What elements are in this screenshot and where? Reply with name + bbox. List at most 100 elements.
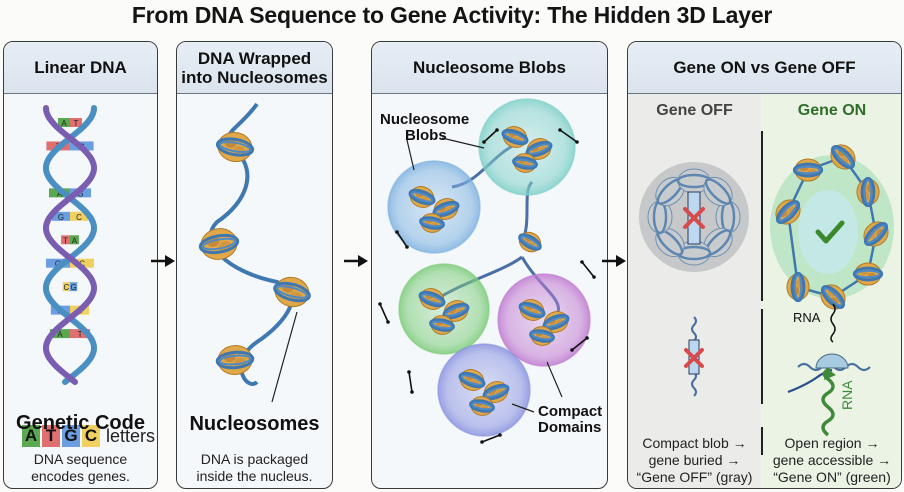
label-line-1: Nucleosome [380,111,470,128]
arrow-right-icon [151,255,175,267]
dna-wrap [202,237,236,251]
arrow-head [558,128,562,132]
dna-wrap [431,320,453,330]
caption-line-2: inside the nucleus. [196,468,313,484]
arrow-head [407,370,411,374]
dna-wrap [484,386,508,398]
nucleosome [529,326,555,346]
nucleosome [525,138,553,160]
double-arrow-icon [481,434,501,443]
dna-wrap [778,202,798,222]
label-line-1: Compact [538,403,603,420]
nucleosome-chain-illustration [198,102,311,403]
gene-on-caption-1: Open region → [784,435,880,451]
dna-wrap [276,285,308,299]
base-pair-right [70,329,91,339]
atgc-letters: A T G C letters [22,425,155,447]
dna-wrap [518,233,542,251]
nucleosome-blob [478,98,576,196]
dna-wrap [218,354,252,366]
double-arrow-icon [571,337,588,351]
leader-line [271,311,298,403]
column-divider [761,427,763,455]
dna-wrap [529,329,555,343]
compact-domains-label: Compact Domains [538,404,602,436]
arrow-head [592,275,596,279]
dna-wrap [442,302,470,320]
rna-arrowhead [824,368,836,380]
base-letter: G [58,213,64,222]
nucleosome [432,198,460,220]
base-letter: A [72,236,78,245]
base-pair-right [70,118,82,127]
dna-wrap [852,266,884,282]
dna-wrap [460,374,484,386]
dna-wrap [215,350,255,370]
base-pair-right [70,282,78,292]
nucleosome-blobs-label: Nucleosome Blobs [380,112,469,144]
arrow-head [395,230,399,234]
gene-off-caption-2: gene buried → [648,452,741,468]
nucleosome [655,176,685,207]
dna-wrap [830,144,856,170]
dna-strand [42,105,98,385]
arrow-head [378,302,382,306]
heading-line-2: into Nucleosomes [181,67,328,87]
x-mark-icon [684,348,704,368]
arrow-head [498,433,502,437]
base-pair-left [52,211,70,221]
heading-line-1: DNA Wrapped [197,48,312,68]
nucleosome [830,144,856,170]
gene-off-caption-1: Compact blob → [642,435,747,451]
dna-wrap [503,131,527,143]
leader-line [441,137,485,149]
caption-line-1: DNA sequence [33,451,128,467]
base-letter: T [63,236,68,245]
nucleosome [792,158,824,182]
diagram-title: From DNA Sequence to Gene Activity: The … [131,2,773,28]
base-pair-left [61,235,70,245]
nucleosome [501,126,529,148]
dna-wrap [419,216,445,230]
double-arrow-icon [379,303,389,323]
nucleosome [469,396,495,416]
dna-wrap [434,203,458,215]
base-letter: T [78,330,83,339]
dna-wrap [198,233,240,255]
rna-label: RNA [793,310,821,325]
dna-wrap [518,301,546,319]
gene-on-heading: Gene ON [797,102,867,119]
nucleosomes-label: Nucleosomes [189,413,320,435]
dna-wrap [520,304,544,316]
caption-line-1: DNA is packaged [200,451,309,467]
dna-wrap [525,140,553,158]
nucleosome [518,299,546,321]
dna-strand [42,105,98,385]
double-arrow-icon [581,261,595,278]
dna-wrap [833,147,853,167]
caption-line-2: encodes genes. [31,468,130,484]
dna-wrap [514,158,536,168]
dna-wrap [855,269,881,279]
dna-wrap [273,281,311,303]
double-arrow-icon [408,371,413,393]
base-pair-right [70,211,88,221]
arrow-head [405,245,409,249]
nucleosome [215,131,255,163]
dna-wrap [542,313,570,331]
nucleosome [215,345,255,375]
nucleosome [542,311,570,333]
nucleosome [458,369,486,391]
arrow-head [410,390,414,394]
nucleosome-blobs-illustration [378,98,596,444]
dna-wrap [429,318,455,332]
nucleosome-blob [497,273,591,367]
histone-core [518,231,542,253]
double-arrow-icon [559,129,578,143]
nucleosome [419,213,445,233]
label-line-2: Blobs [405,127,447,144]
base-letter-t: T [42,425,60,447]
dna-wrap [471,401,493,411]
